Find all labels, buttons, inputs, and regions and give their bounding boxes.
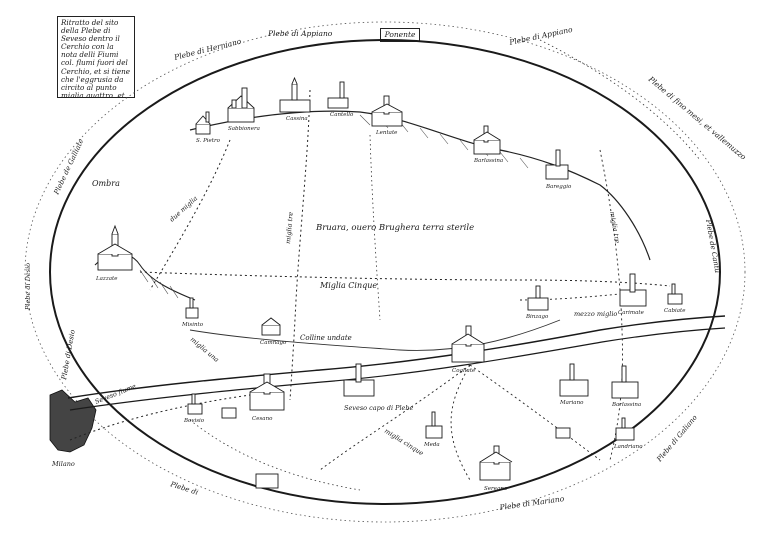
river-seveso: [67, 315, 726, 399]
settlement-labels: S. Pietro Sabbionera Cassina Cantello Le…: [95, 112, 686, 492]
settlement-south-small: [555, 427, 571, 439]
label-plebe-mariano: Plebe di Mariano: [498, 494, 565, 512]
settlement-lentate: [371, 95, 403, 127]
settlement-misinto: [185, 297, 199, 319]
road-east: [519, 291, 641, 301]
settlement-camnago: [261, 317, 281, 336]
place-label: Binzago: [525, 314, 549, 320]
settlement-south-west: [255, 473, 279, 489]
settlement-cabiate: [667, 283, 683, 305]
label-plebe-bottom-left: Plebe di: [168, 480, 199, 497]
road-south-fan: [319, 364, 601, 481]
place-label: S. Pietro: [196, 138, 221, 144]
place-label: Landriano: [613, 444, 643, 450]
settlement-lentate-west: [97, 224, 133, 271]
map-cartouche-note: Ritratto del sito della Plebe di Seveso …: [57, 16, 135, 98]
place-label: Bareggio: [545, 184, 572, 190]
map-outer-dotted-circle: [24, 21, 746, 523]
place-label: Barlassina: [611, 402, 641, 408]
label-seveso-capo: Seveso capo di Plebe: [344, 404, 414, 412]
settlement-seveso-capo: [343, 363, 375, 397]
settlement-bareggio: [545, 149, 569, 180]
settlement-meda: [425, 411, 443, 439]
label-miglia-tre: miglia tre: [284, 211, 295, 244]
place-label: Cabiate: [664, 308, 686, 314]
settlement-barlassina: [473, 125, 501, 155]
place-label: Misinto: [181, 322, 204, 328]
settlement-sabbionera: [227, 87, 255, 123]
settlement-cassina: [279, 76, 311, 113]
northern-ridge: [189, 110, 651, 261]
road-bottom: [189, 419, 361, 491]
place-label: Carimate: [618, 310, 645, 316]
label-plebe-galiano: Plebe di Galiano: [655, 414, 699, 464]
label-colline: Colline undate: [300, 334, 352, 342]
settlement-carimate: [619, 273, 647, 307]
label-miglia-cinque: Miglia Cinque: [319, 281, 377, 290]
settlement-seveso: [249, 373, 285, 411]
place-label: Sabbionera: [228, 126, 260, 132]
place-label: Lazzate: [95, 276, 118, 282]
label-miglia-tre-vert: miglia tre: [608, 211, 621, 244]
place-label: Cassina: [286, 116, 308, 122]
label-miglia-una: miglia una: [189, 335, 221, 364]
compass-box-ponente: Ponente: [380, 28, 420, 42]
place-label: Bovisio: [183, 418, 205, 424]
river-seveso-bank: [69, 327, 726, 411]
settlement-cantello: [327, 81, 349, 109]
western-hill-hatch: [139, 269, 179, 299]
label-plebe-desio-box: Plebe di Desio: [24, 263, 32, 311]
settlement-cogliate: [451, 325, 485, 363]
settlements: [97, 76, 683, 489]
road-central-south: [369, 134, 381, 321]
settlement-east-low: [615, 417, 635, 441]
road-north-south: [289, 89, 311, 401]
label-plebe-appiano-1: Plebe di Appiano: [267, 29, 333, 38]
label-mezzo-miglio: mezzo miglio: [574, 310, 617, 318]
road-diagonal-west: [149, 139, 231, 291]
road-miglia-cinque: [139, 271, 671, 287]
place-label: Cesano: [252, 416, 273, 422]
label-plebe-fino: Plebe di fino mesi, et vallemuzzo: [646, 74, 748, 162]
label-plebe-appiano-2: Plebe di Appiano: [508, 25, 574, 47]
map-oval-border: [49, 39, 721, 505]
road-sw-to-milano: [69, 394, 251, 441]
label-miglia-cinque-2: miglia cinque: [383, 427, 425, 458]
place-label: Seregno: [484, 486, 508, 492]
settlement-bovisio: [187, 393, 203, 415]
settlement-landriano: [611, 365, 639, 399]
place-label: Camnago: [260, 340, 287, 346]
settlement-cesano: [221, 407, 237, 419]
place-label: Cantello: [330, 112, 354, 118]
place-label: Mariano: [559, 400, 584, 406]
place-label: Meda: [423, 442, 440, 448]
settlement-binzago: [527, 285, 549, 311]
label-plebe-galliate: Plebe de Galliate: [52, 138, 85, 197]
label-ombra: Ombra: [92, 179, 120, 188]
settlement-mariano: [559, 363, 589, 397]
label-plebe-herniano: Plebe di Herniano: [172, 36, 242, 62]
label-brughiera: Bruara, ouero Brughera terra sterile: [315, 223, 474, 233]
place-label: Lentate: [375, 130, 398, 136]
label-milano: Milano: [51, 460, 75, 468]
milano-hatched-area: [49, 389, 97, 453]
place-label: Barlassina: [473, 158, 503, 164]
label-due-miglia: due miglia: [168, 194, 199, 223]
settlement-seregno: [479, 445, 513, 481]
place-label: Cogliate: [452, 368, 476, 374]
settlement-s-pietro: [195, 111, 211, 135]
colline-line: [189, 319, 561, 351]
road-east-vertical: [599, 149, 623, 461]
